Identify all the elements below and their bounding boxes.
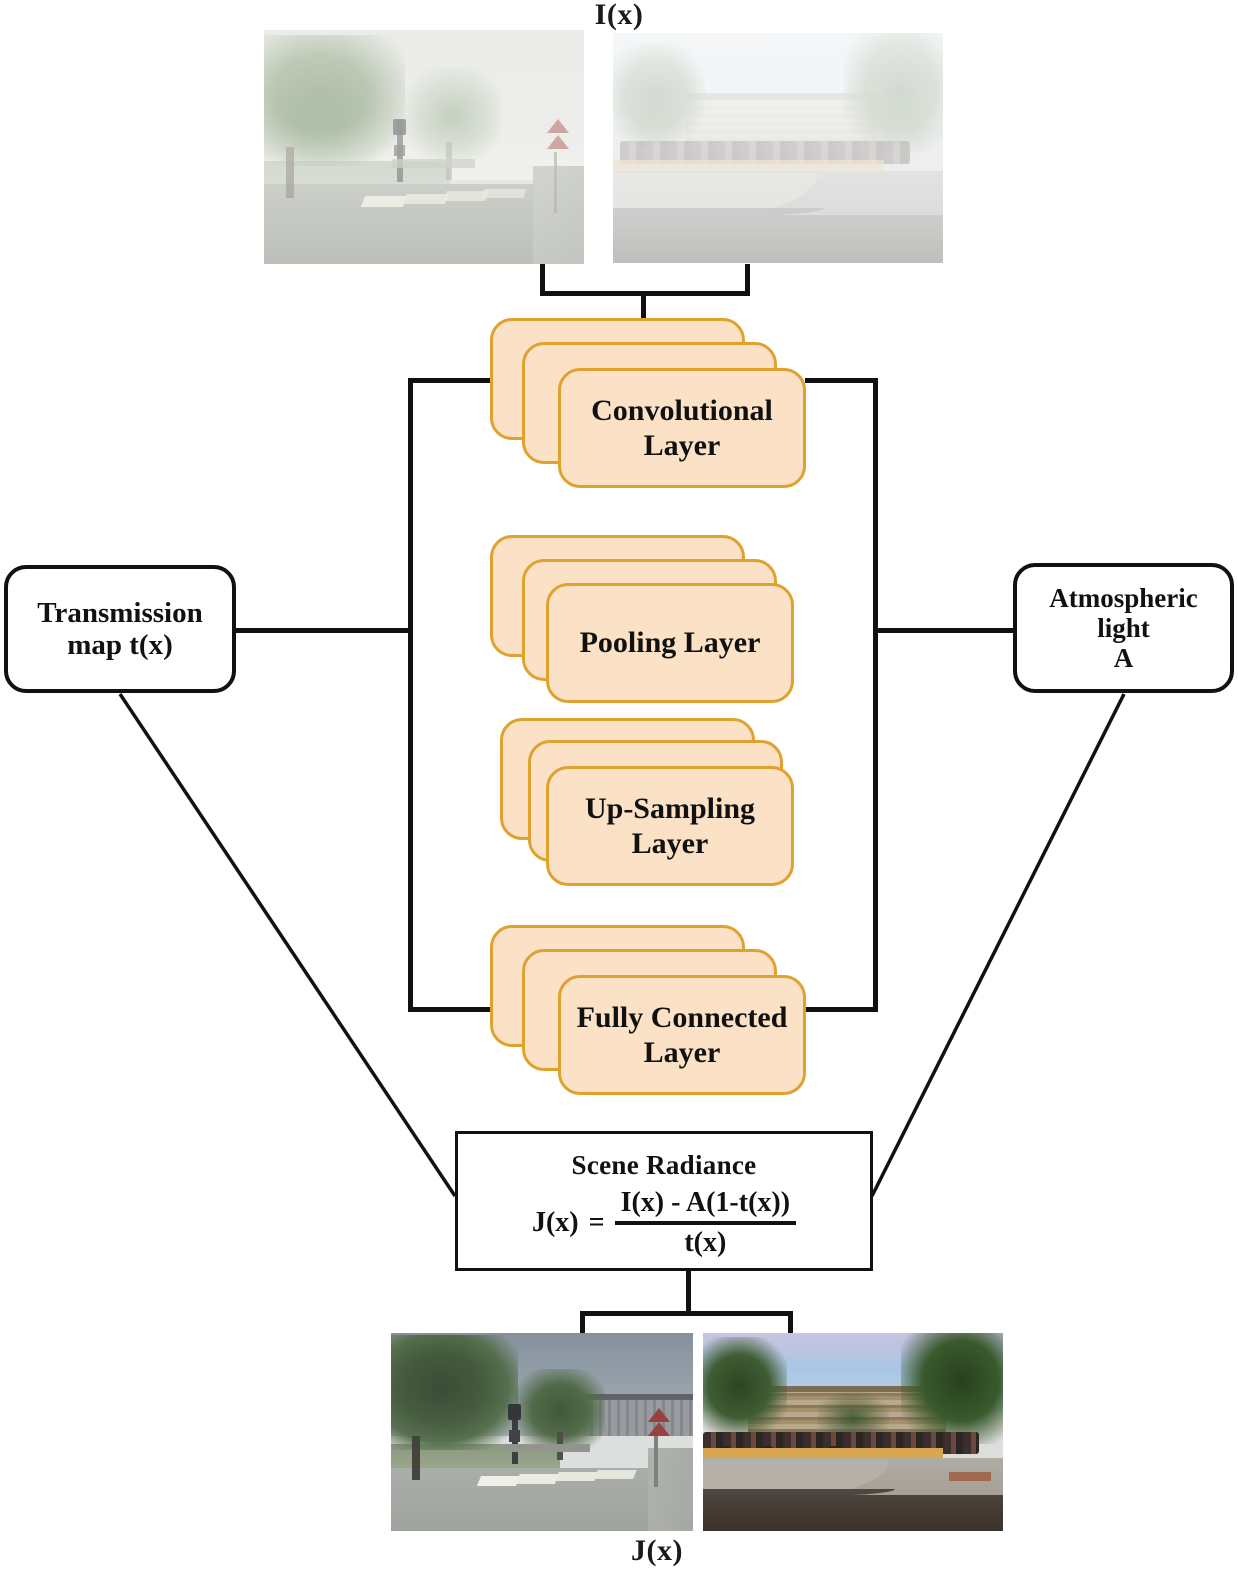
transmission-map-line2: map t(x)	[67, 629, 173, 661]
input-image-hazy-street	[264, 30, 584, 264]
transmission-map-box[interactable]: Transmission map t(x)	[4, 565, 236, 693]
bus-branch-fc-right	[805, 1007, 878, 1012]
formula-denominator: t(x)	[684, 1227, 727, 1258]
scene-radiance-equation: J(x) = I(x) - A(1-t(x)) t(x)	[458, 1187, 870, 1259]
layer-stack-pooling: Pooling Layer	[490, 535, 815, 705]
atmospheric-light-line2: light	[1097, 612, 1150, 643]
bus-branch-conv-right	[805, 378, 878, 383]
layer-card-front-upsampling[interactable]: Up-Sampling Layer	[546, 766, 794, 886]
output-image-dehazed-campus	[703, 1333, 1003, 1531]
layer-label-line2: Layer	[643, 1036, 721, 1069]
input-bracket-right-stem	[745, 264, 750, 294]
layer-label-line1: Pooling Layer	[579, 626, 761, 660]
layer-card-front-fully-connected[interactable]: Fully Connected Layer	[558, 975, 806, 1095]
formula-fraction: I(x) - A(1-t(x)) t(x)	[614, 1187, 797, 1259]
output-bracket-crossbar	[580, 1311, 793, 1316]
bus-branch-fc-left	[408, 1007, 518, 1012]
atmospheric-light-line3: A	[1113, 643, 1134, 674]
transmission-connector	[233, 628, 410, 633]
scene-radiance-title: Scene Radiance	[571, 1150, 757, 1180]
layer-label-line1: Up-Sampling	[584, 791, 756, 825]
layer-label-line2: Layer	[631, 827, 709, 860]
layer-stack-convolutional: Convolutional Layer	[490, 318, 815, 488]
output-image-dehazed-street	[391, 1333, 693, 1531]
output-label: J(x)	[631, 1534, 683, 1567]
fraction-bar	[614, 1221, 797, 1225]
layer-label-line2: Layer	[643, 429, 721, 462]
bus-branch-conv-left	[408, 378, 518, 383]
transmission-map-line1: Transmission	[37, 596, 203, 629]
input-bracket-trunk	[641, 291, 646, 326]
input-bracket-left-stem	[540, 264, 545, 294]
atmospheric-light-line1: Atmospheric	[1049, 582, 1198, 613]
layer-label-line1: Fully Connected	[576, 1000, 788, 1034]
output-bracket-left-stem	[580, 1311, 585, 1346]
layer-card-front-convolutional[interactable]: Convolutional Layer	[558, 368, 806, 488]
cnn-bus-right	[873, 378, 878, 1012]
input-image-hazy-campus	[613, 33, 943, 263]
layer-label-line1: Convolutional	[591, 393, 773, 427]
output-bracket-right-stem	[788, 1311, 793, 1346]
formula-lhs: J(x)	[531, 1207, 579, 1238]
formula-numerator: I(x) - A(1-t(x))	[620, 1187, 791, 1218]
formula-equals: =	[588, 1207, 605, 1238]
atmospheric-connector	[873, 628, 1013, 633]
layer-card-front-pooling[interactable]: Pooling Layer	[546, 583, 794, 703]
output-bracket-trunk	[686, 1271, 691, 1314]
layer-stack-upsampling: Up-Sampling Layer	[490, 718, 815, 888]
cnn-bus-left	[408, 378, 413, 1012]
atmospheric-light-box[interactable]: Atmospheric light A	[1013, 563, 1234, 693]
layer-stack-fully-connected: Fully Connected Layer	[490, 925, 820, 1095]
input-label: I(x)	[594, 0, 644, 31]
scene-radiance-box[interactable]: Scene Radiance J(x) = I(x) - A(1-t(x)) t…	[455, 1131, 873, 1271]
